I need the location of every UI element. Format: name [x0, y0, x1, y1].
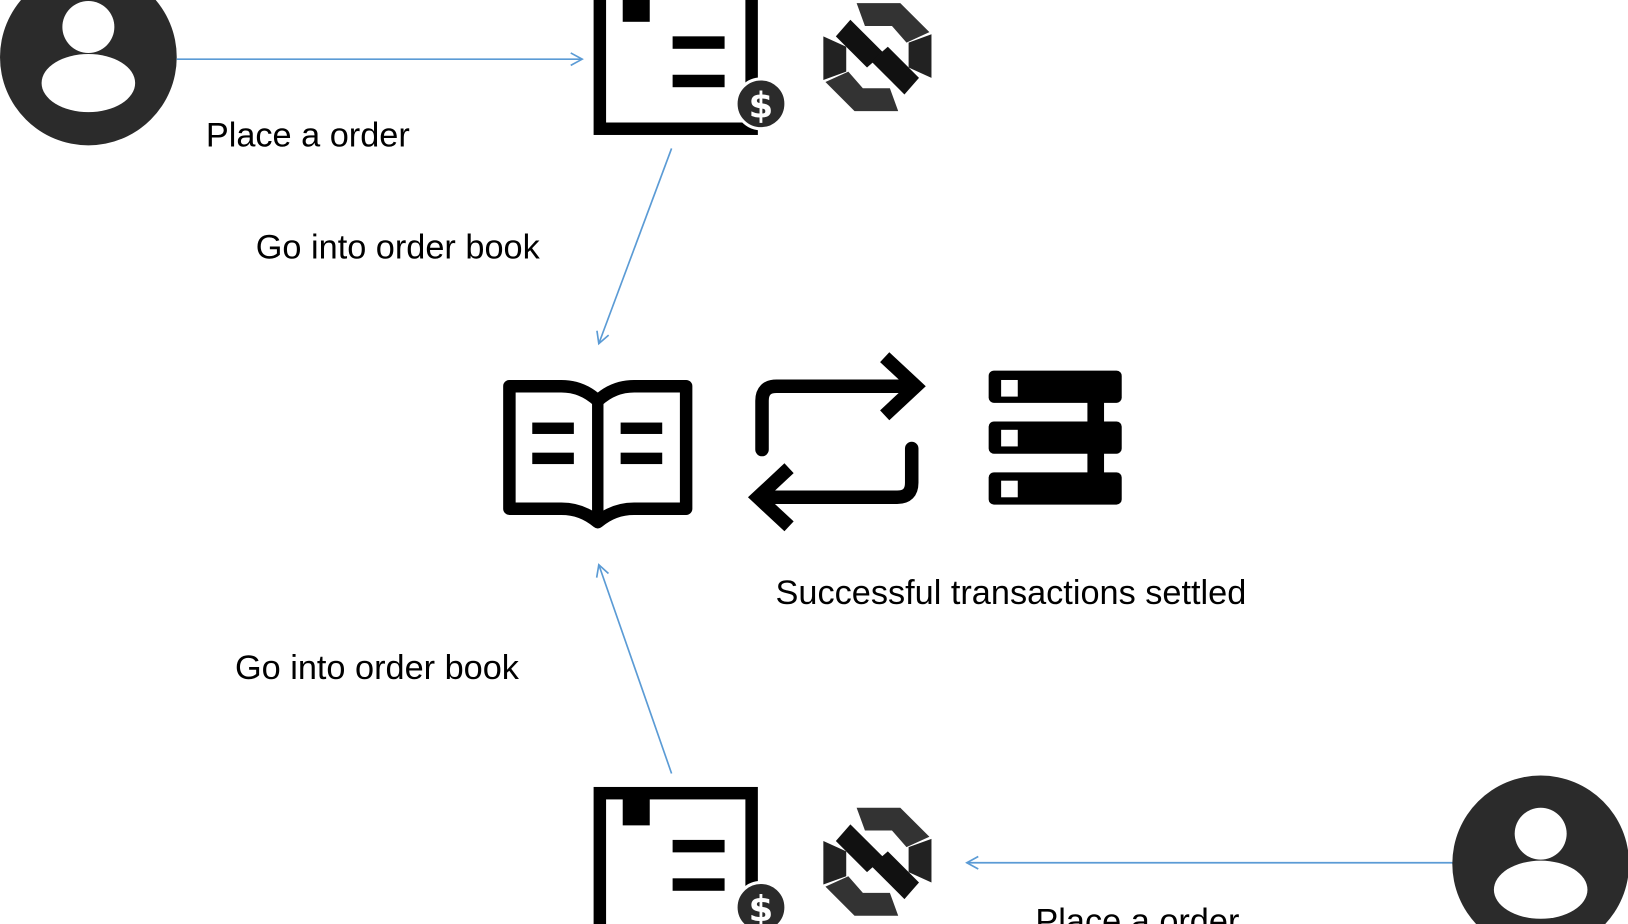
- open-book-icon: [503, 379, 693, 529]
- label-go-into-order-book-bottom: Go into order book: [235, 649, 520, 687]
- arrow-order-bottom-to-book: [595, 563, 673, 774]
- label-place-order-bottom: Place a order: [1035, 902, 1239, 924]
- bytom-logo-icon-top: [823, 3, 932, 112]
- label-place-order-top: Place a order: [206, 116, 410, 154]
- label-transactions-settled: Successful transactions settled: [776, 574, 1247, 612]
- bytom-logo-icon-bottom: [823, 807, 932, 916]
- order-invoice-icon-bottom: [600, 793, 786, 924]
- swap-arrows-icon: [747, 352, 926, 532]
- arrow-order-top-to-book: [596, 148, 673, 346]
- user-icon-bottom: [1452, 775, 1628, 924]
- user-icon-top: [0, 0, 177, 146]
- server-stack-icon: [988, 370, 1122, 505]
- order-invoice-icon-top: [600, 0, 786, 129]
- label-go-into-order-book-top: Go into order book: [256, 229, 541, 267]
